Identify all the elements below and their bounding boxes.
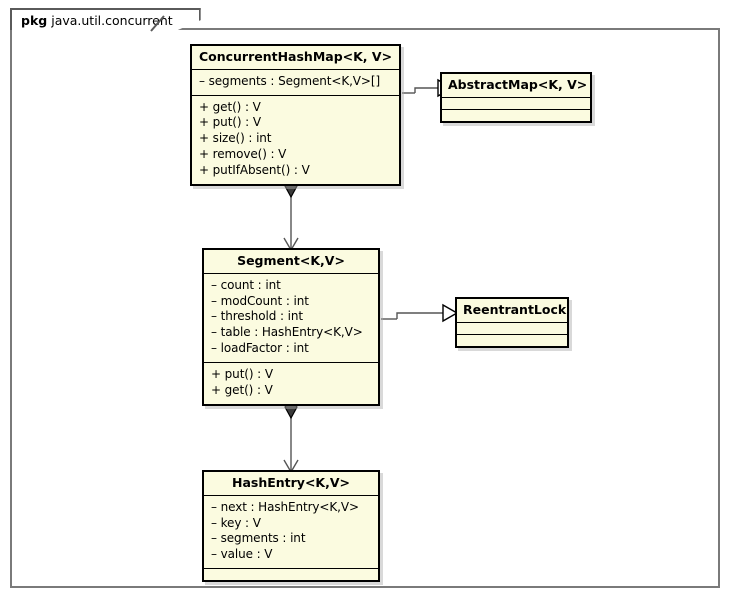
attribute-row: – key : V xyxy=(211,515,261,530)
class-title-concurrenthashmap: ConcurrentHashMap<K, V> xyxy=(198,49,393,64)
attributes-compartment-abstractmap xyxy=(442,96,590,109)
attribute-row: – next : HashEntry<K,V> xyxy=(211,499,359,514)
class-box-hashentry[interactable]: HashEntry<K,V> – next : HashEntry<K,V> –… xyxy=(202,470,380,583)
class-box-concurrenthashmap[interactable]: ConcurrentHashMap<K, V> – segments : Seg… xyxy=(190,44,401,186)
operation-row: + remove() : V xyxy=(199,147,287,162)
attributes-compartment-reentrantlock xyxy=(457,321,567,334)
operation-row: + put() : V xyxy=(211,366,273,381)
attributes-compartment-segment: – count : int – modCount : int – thresho… xyxy=(204,272,378,362)
class-box-abstractmap[interactable]: AbstractMap<K, V> xyxy=(440,72,592,123)
attribute-row: – value : V xyxy=(211,547,273,562)
class-title-segment: Segment<K,V> xyxy=(237,253,345,268)
attribute-row: – count : int xyxy=(211,277,281,292)
attribute-row: – loadFactor : int xyxy=(211,341,309,356)
attribute-row: – segments : Segment<K,V>[] xyxy=(199,73,381,88)
package-frame-top-edge xyxy=(10,28,720,30)
operation-row: + putIfAbsent() : V xyxy=(199,162,310,177)
package-name: java.util.concurrent xyxy=(51,12,173,28)
attribute-row: – threshold : int xyxy=(211,309,303,324)
operations-compartment-abstractmap xyxy=(442,108,590,121)
operations-compartment-segment: + put() : V + get() : V xyxy=(204,361,378,404)
package-frame xyxy=(10,28,720,588)
operation-row: + get() : V xyxy=(211,382,273,397)
class-box-segment[interactable]: Segment<K,V> – count : int – modCount : … xyxy=(202,248,380,406)
package-keyword: pkg xyxy=(21,12,48,28)
attribute-row: – segments : int xyxy=(211,531,306,546)
operation-row: + size() : int xyxy=(199,131,272,146)
operation-row: + get() : V xyxy=(199,99,261,114)
operations-compartment-reentrantlock xyxy=(457,333,567,346)
class-title-hashentry: HashEntry<K,V> xyxy=(231,475,351,490)
attributes-compartment-concurrenthashmap: – segments : Segment<K,V>[] xyxy=(192,68,399,95)
attribute-row: – modCount : int xyxy=(211,293,309,308)
class-title-abstractmap: AbstractMap<K, V> xyxy=(448,77,588,92)
operations-compartment-concurrenthashmap: + get() : V + put() : V + size() : int +… xyxy=(192,94,399,184)
attribute-row: – table : HashEntry<K,V> xyxy=(211,325,363,340)
operations-compartment-hashentry xyxy=(204,568,378,580)
operation-row: + put() : V xyxy=(199,115,261,130)
class-box-reentrantlock[interactable]: ReentrantLock xyxy=(455,297,569,348)
class-title-reentrantlock: ReentrantLock xyxy=(463,302,567,317)
package-tab-corner-icon xyxy=(150,15,165,32)
attributes-compartment-hashentry: – next : HashEntry<K,V> – key : V – segm… xyxy=(204,494,378,568)
package-tab: pkg java.util.concurrent xyxy=(10,8,201,30)
